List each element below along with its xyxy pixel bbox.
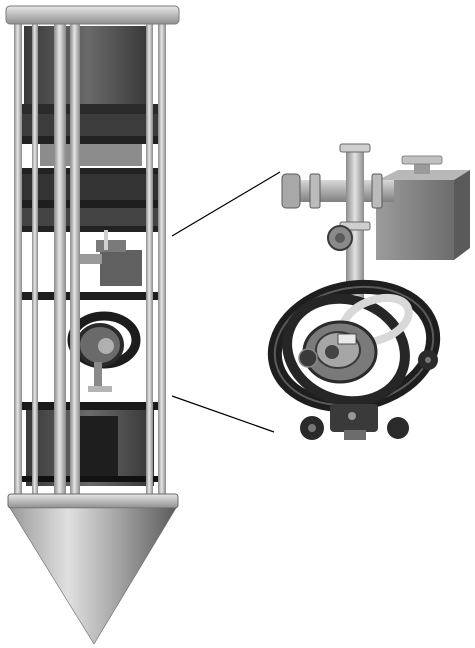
rod-center-a	[54, 18, 66, 496]
vertical-pipe-flange-top	[339, 143, 371, 153]
pipe-flange-right	[371, 173, 383, 209]
plate-level-5	[16, 476, 164, 482]
rod-left-inner	[32, 22, 38, 496]
knob-right	[387, 417, 409, 439]
plate-level-3	[16, 292, 164, 300]
sensor-box-top	[96, 240, 126, 252]
mid-plate-2	[16, 200, 164, 208]
top-block	[24, 26, 152, 104]
pipe-flange-mid	[309, 173, 321, 209]
base-plate	[7, 493, 179, 509]
upper-plate-2	[16, 136, 164, 144]
upper-plate-1	[16, 104, 164, 114]
callout-lines	[171, 171, 281, 433]
hub-label-plate	[337, 333, 357, 345]
instrument-column	[5, 5, 180, 645]
mid-housing-2	[22, 208, 158, 226]
callout-line-upper	[171, 171, 281, 237]
top-cap	[5, 5, 180, 25]
plate-level-4	[16, 402, 164, 410]
conical-tip	[9, 507, 177, 645]
pipe-flange-left	[281, 173, 301, 209]
callout-line-lower	[171, 395, 275, 433]
column-gimbal	[67, 311, 141, 392]
valve-box-top	[378, 170, 470, 180]
front-flange	[298, 348, 318, 368]
valve-box-side	[454, 170, 470, 260]
mid-plate-1	[16, 168, 164, 174]
gimbal-detail	[267, 143, 470, 440]
rod-left-outer	[14, 22, 22, 496]
mid-plate-3	[16, 226, 164, 232]
rod-mid	[104, 230, 108, 250]
rod-center-b	[70, 18, 80, 496]
rod-right-inner	[146, 22, 153, 496]
rod-right-outer	[158, 22, 166, 496]
mid-housing	[18, 174, 164, 200]
sensor-box	[100, 250, 142, 286]
upper-housing	[18, 114, 164, 138]
valve-box-flange	[401, 155, 443, 165]
sensor-flange	[80, 254, 102, 264]
